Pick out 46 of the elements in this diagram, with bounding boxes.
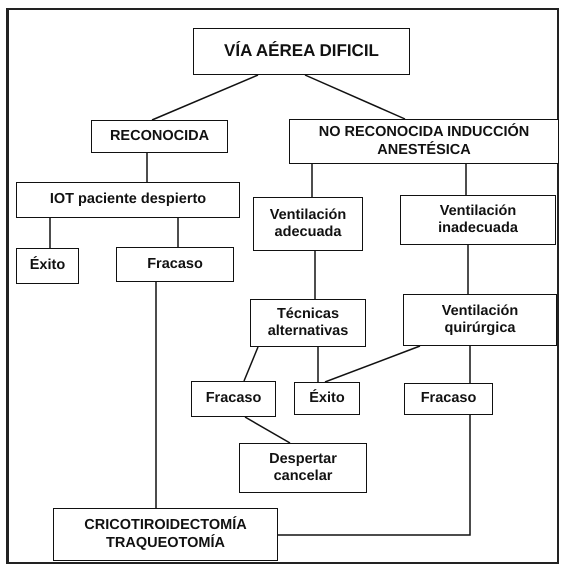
box-text: RECONOCIDA (110, 128, 210, 146)
process-box (91, 120, 228, 153)
box-text: Fracaso (206, 390, 262, 408)
process-box (400, 195, 556, 245)
box-text: Ventilación quirúrgica (440, 302, 520, 338)
box-text: VÍA AÉREA DIFICIL (224, 41, 379, 62)
connector-line (314, 251, 316, 299)
box-text: CRICOTIROIDECTOMÍA TRAQUEOTOMÍA (83, 517, 248, 552)
connector-line (49, 218, 51, 248)
connector-line (317, 347, 319, 382)
connector-line (177, 218, 179, 247)
connector-line (324, 345, 420, 383)
process-box (404, 383, 493, 415)
box-text: NO RECONOCIDA INDUCCIÓN ANESTÉSICA (318, 124, 530, 159)
box-text: Éxito (309, 390, 345, 408)
box-text: Despertar cancelar (268, 450, 338, 486)
process-box (250, 299, 366, 347)
box-text: Ventilación inadecuada (437, 202, 519, 238)
box-text: Fracaso (420, 390, 476, 408)
connector-line (244, 416, 290, 444)
process-box (116, 247, 234, 282)
connector-line (304, 74, 406, 120)
connector-line (146, 153, 148, 182)
process-box (53, 508, 278, 561)
box-text: Ventilación adecuada (268, 206, 348, 242)
process-box (253, 197, 363, 251)
connector-line (278, 415, 471, 536)
connector-line (467, 245, 469, 294)
process-box (289, 119, 559, 164)
connector-line (311, 164, 313, 197)
box-text: Técnicas alternativas (266, 306, 350, 340)
process-box (16, 248, 79, 284)
process-box (191, 381, 276, 417)
connector-line (469, 346, 471, 383)
box-text: IOT paciente despierto (50, 191, 206, 209)
box-text: Éxito (30, 257, 66, 275)
process-box (239, 443, 367, 493)
process-box (193, 28, 410, 75)
connector-line (465, 164, 467, 195)
process-box (403, 294, 557, 346)
process-box (16, 182, 240, 218)
process-box (294, 382, 360, 415)
box-text: Fracaso (147, 256, 203, 274)
connector-line (155, 282, 157, 508)
connector-line (243, 346, 259, 382)
connector-line (152, 74, 258, 121)
